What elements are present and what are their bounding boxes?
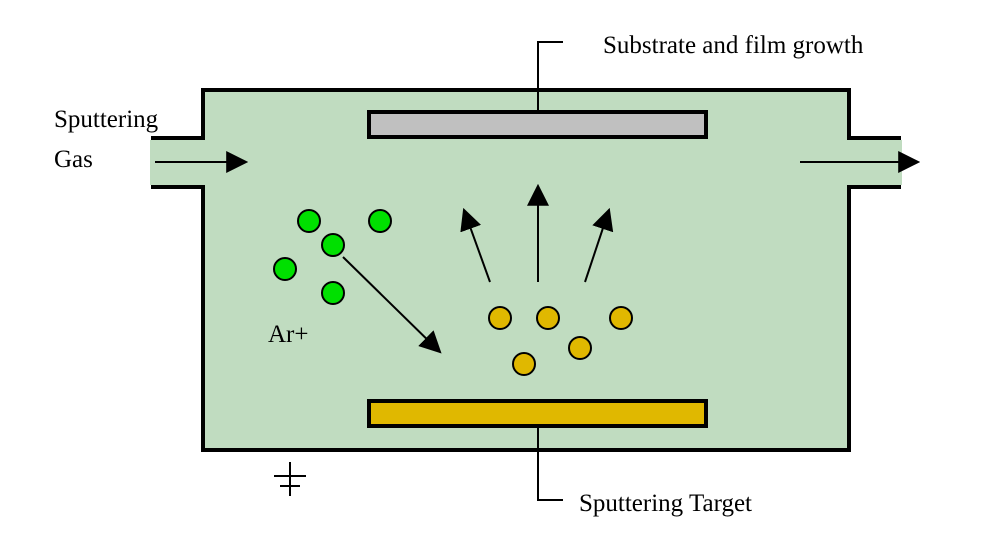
substrate-leader-line xyxy=(537,41,563,112)
argon-ion xyxy=(368,209,392,233)
vacuum-chamber xyxy=(151,88,901,452)
argon-ion xyxy=(321,281,345,305)
sputtered-atom xyxy=(568,336,592,360)
substrate-plate xyxy=(367,110,708,139)
argon-ion xyxy=(321,233,345,257)
argon-ion xyxy=(297,209,321,233)
sputtered-atom xyxy=(609,306,633,330)
argon-ion-label: Ar+ xyxy=(268,321,308,348)
deposition-arrow-right xyxy=(584,207,614,283)
substrate-label: Substrate and film growth xyxy=(603,32,864,59)
target-leader-line xyxy=(537,426,563,501)
sputtered-atom xyxy=(512,352,536,376)
sputtering-gas-label-line2: Gas xyxy=(54,146,93,173)
ion-bombardment-arrow xyxy=(342,256,442,354)
sputtered-atom xyxy=(536,306,560,330)
sputtering-target-plate xyxy=(367,399,708,428)
ground-symbol-icon xyxy=(274,462,306,496)
deposition-arrow-left xyxy=(460,207,491,283)
sputtering-target-label: Sputtering Target xyxy=(579,490,752,517)
argon-ion xyxy=(273,257,297,281)
sputtering-gas-label-line1: Sputtering xyxy=(54,106,159,133)
sputtered-atom xyxy=(488,306,512,330)
